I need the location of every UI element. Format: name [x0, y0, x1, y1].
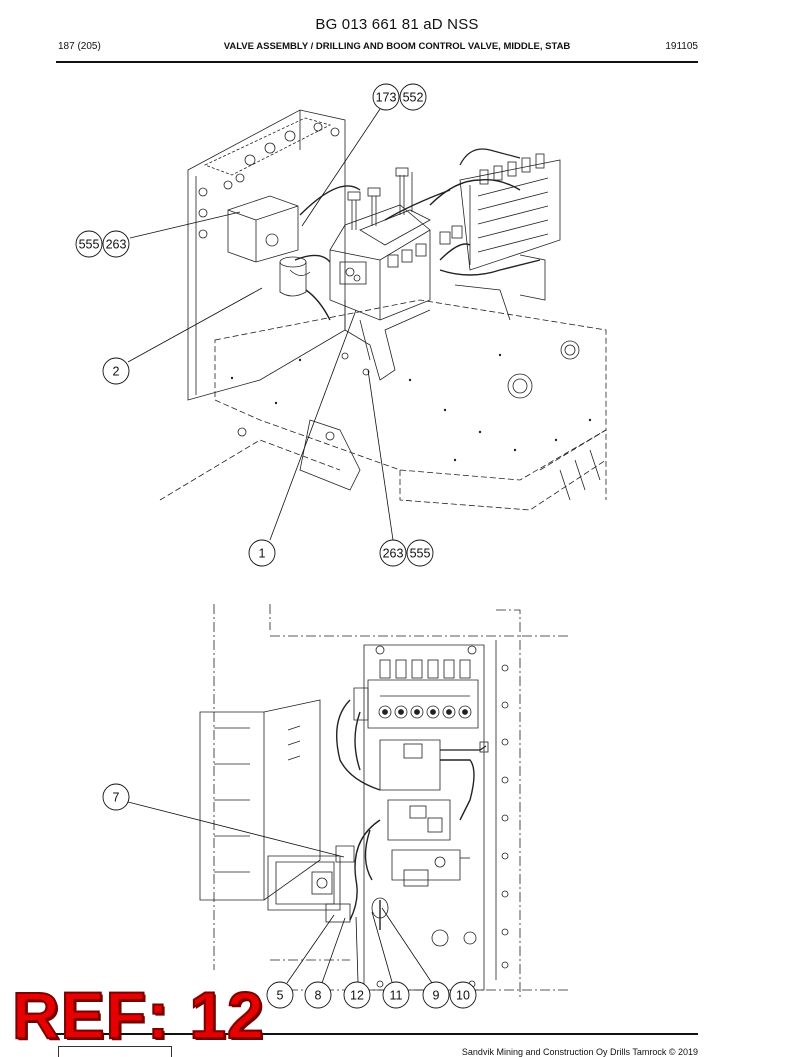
- page-reference: 187 (205): [58, 41, 101, 52]
- footer-copyright: Sandvik Mining and Construction Oy Drill…: [461, 1047, 698, 1057]
- valve-section-heads: [378, 659, 472, 719]
- ref-stamp: REF: 12: [11, 978, 265, 1052]
- footer-logo-fragment: [58, 1046, 172, 1057]
- header-rule: [56, 61, 698, 63]
- callout-263-left: 263: [102, 230, 130, 258]
- valve-bank-sections: [477, 153, 549, 253]
- callout-bubbles: 173 552 555 263 2 1 263 555: [75, 83, 477, 1009]
- callout-label: 263: [106, 238, 127, 252]
- callout-label: 8: [315, 989, 322, 1003]
- callout-label: 5: [277, 989, 284, 1003]
- callout-263-bottom: 263: [379, 539, 407, 567]
- assembly-description: VALVE ASSEMBLY / DRILLING AND BOOM CONTR…: [223, 41, 571, 52]
- callout-label: 173: [376, 91, 397, 105]
- callout-label: 2: [113, 365, 120, 379]
- callout-label: 7: [113, 791, 120, 805]
- rail-holes: [501, 664, 509, 969]
- block-cartridges: [387, 225, 463, 268]
- callout-2: 2: [102, 357, 130, 385]
- callout-10: 10: [449, 981, 477, 1009]
- callout-label: 263: [383, 547, 404, 561]
- chassis-dots: [230, 353, 592, 462]
- callout-label: 12: [350, 989, 364, 1003]
- callout-7: 7: [102, 783, 130, 811]
- callout-label: 10: [456, 989, 470, 1003]
- date-code: 191105: [665, 41, 698, 52]
- callout-label: 9: [433, 989, 440, 1003]
- callout-11: 11: [382, 981, 410, 1009]
- callout-12: 12: [343, 981, 371, 1009]
- callout-label: 1: [259, 547, 266, 561]
- footer-rule: [56, 1033, 698, 1035]
- callout-9: 9: [422, 981, 450, 1009]
- plate-holes: [198, 122, 340, 239]
- callout-label: 11: [390, 989, 403, 1003]
- callout-1: 1: [248, 539, 276, 567]
- callout-5: 5: [266, 981, 294, 1009]
- document-title: BG 013 661 81 aD NSS: [315, 16, 479, 33]
- leader-lines: [127, 108, 433, 984]
- plan-view: [199, 604, 568, 1000]
- callout-173: 173: [372, 83, 400, 111]
- callout-552: 552: [399, 83, 427, 111]
- callout-label: 552: [403, 91, 424, 105]
- callout-555-bottom: 555: [406, 539, 434, 567]
- callout-555-left: 555: [75, 230, 103, 258]
- callout-label: 555: [410, 547, 431, 561]
- callout-label: 555: [79, 238, 100, 252]
- callout-8: 8: [304, 981, 332, 1009]
- isometric-view: [159, 109, 607, 511]
